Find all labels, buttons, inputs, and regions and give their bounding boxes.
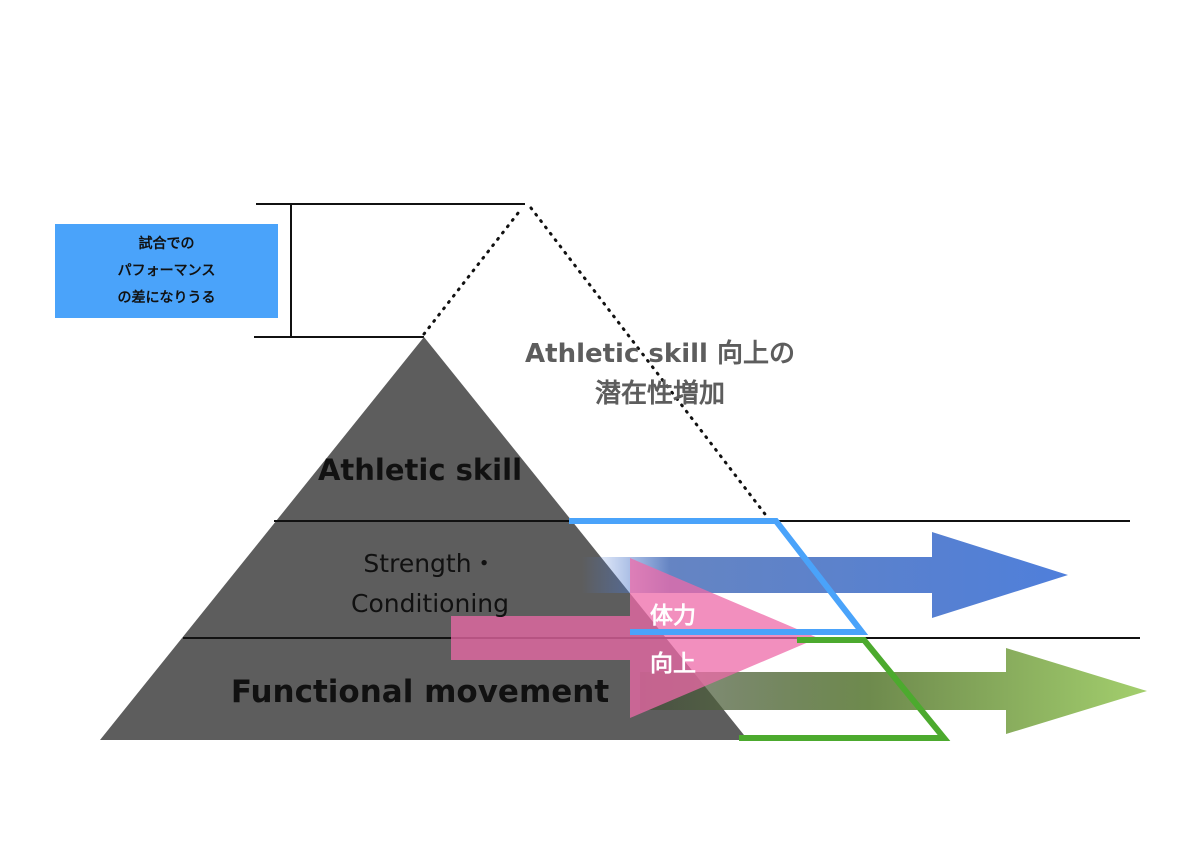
callout-line-2: パフォーマンス	[117, 262, 216, 279]
fitness-improvement-label: 体力 向上	[628, 592, 718, 688]
level-strength-line-1: Strength・	[363, 549, 497, 578]
potential-increase-label: Athletic skill 向上の 潜在性増加	[510, 334, 810, 414]
fitness-improvement-arrow	[451, 558, 818, 718]
functional-outline	[739, 637, 951, 741]
callout-line-3: の差になりうる	[117, 289, 216, 306]
strength-growth-arrow	[582, 532, 1068, 618]
potential-line-1: Athletic skill 向上の	[525, 339, 795, 369]
level-athletic-skill: Athletic skill	[317, 453, 523, 487]
performance-gap-callout: 試合での パフォーマンス の差になりうる	[55, 224, 278, 318]
potential-left-dotted-edge	[422, 206, 524, 336]
level-functional-movement: Functional movement	[230, 674, 610, 710]
callout-line-1: 試合での	[138, 235, 195, 252]
functional-growth-arrow	[640, 648, 1147, 734]
potential-line-2: 潜在性増加	[594, 379, 725, 409]
level-strength-conditioning: Strength・ Conditioning	[290, 544, 570, 624]
potential-right-dotted-edge	[529, 206, 770, 520]
fitness-line-2: 向上	[650, 651, 696, 677]
fitness-line-1: 体力	[650, 603, 696, 629]
strength-outline	[569, 518, 869, 635]
level-strength-line-2: Conditioning	[351, 589, 509, 618]
